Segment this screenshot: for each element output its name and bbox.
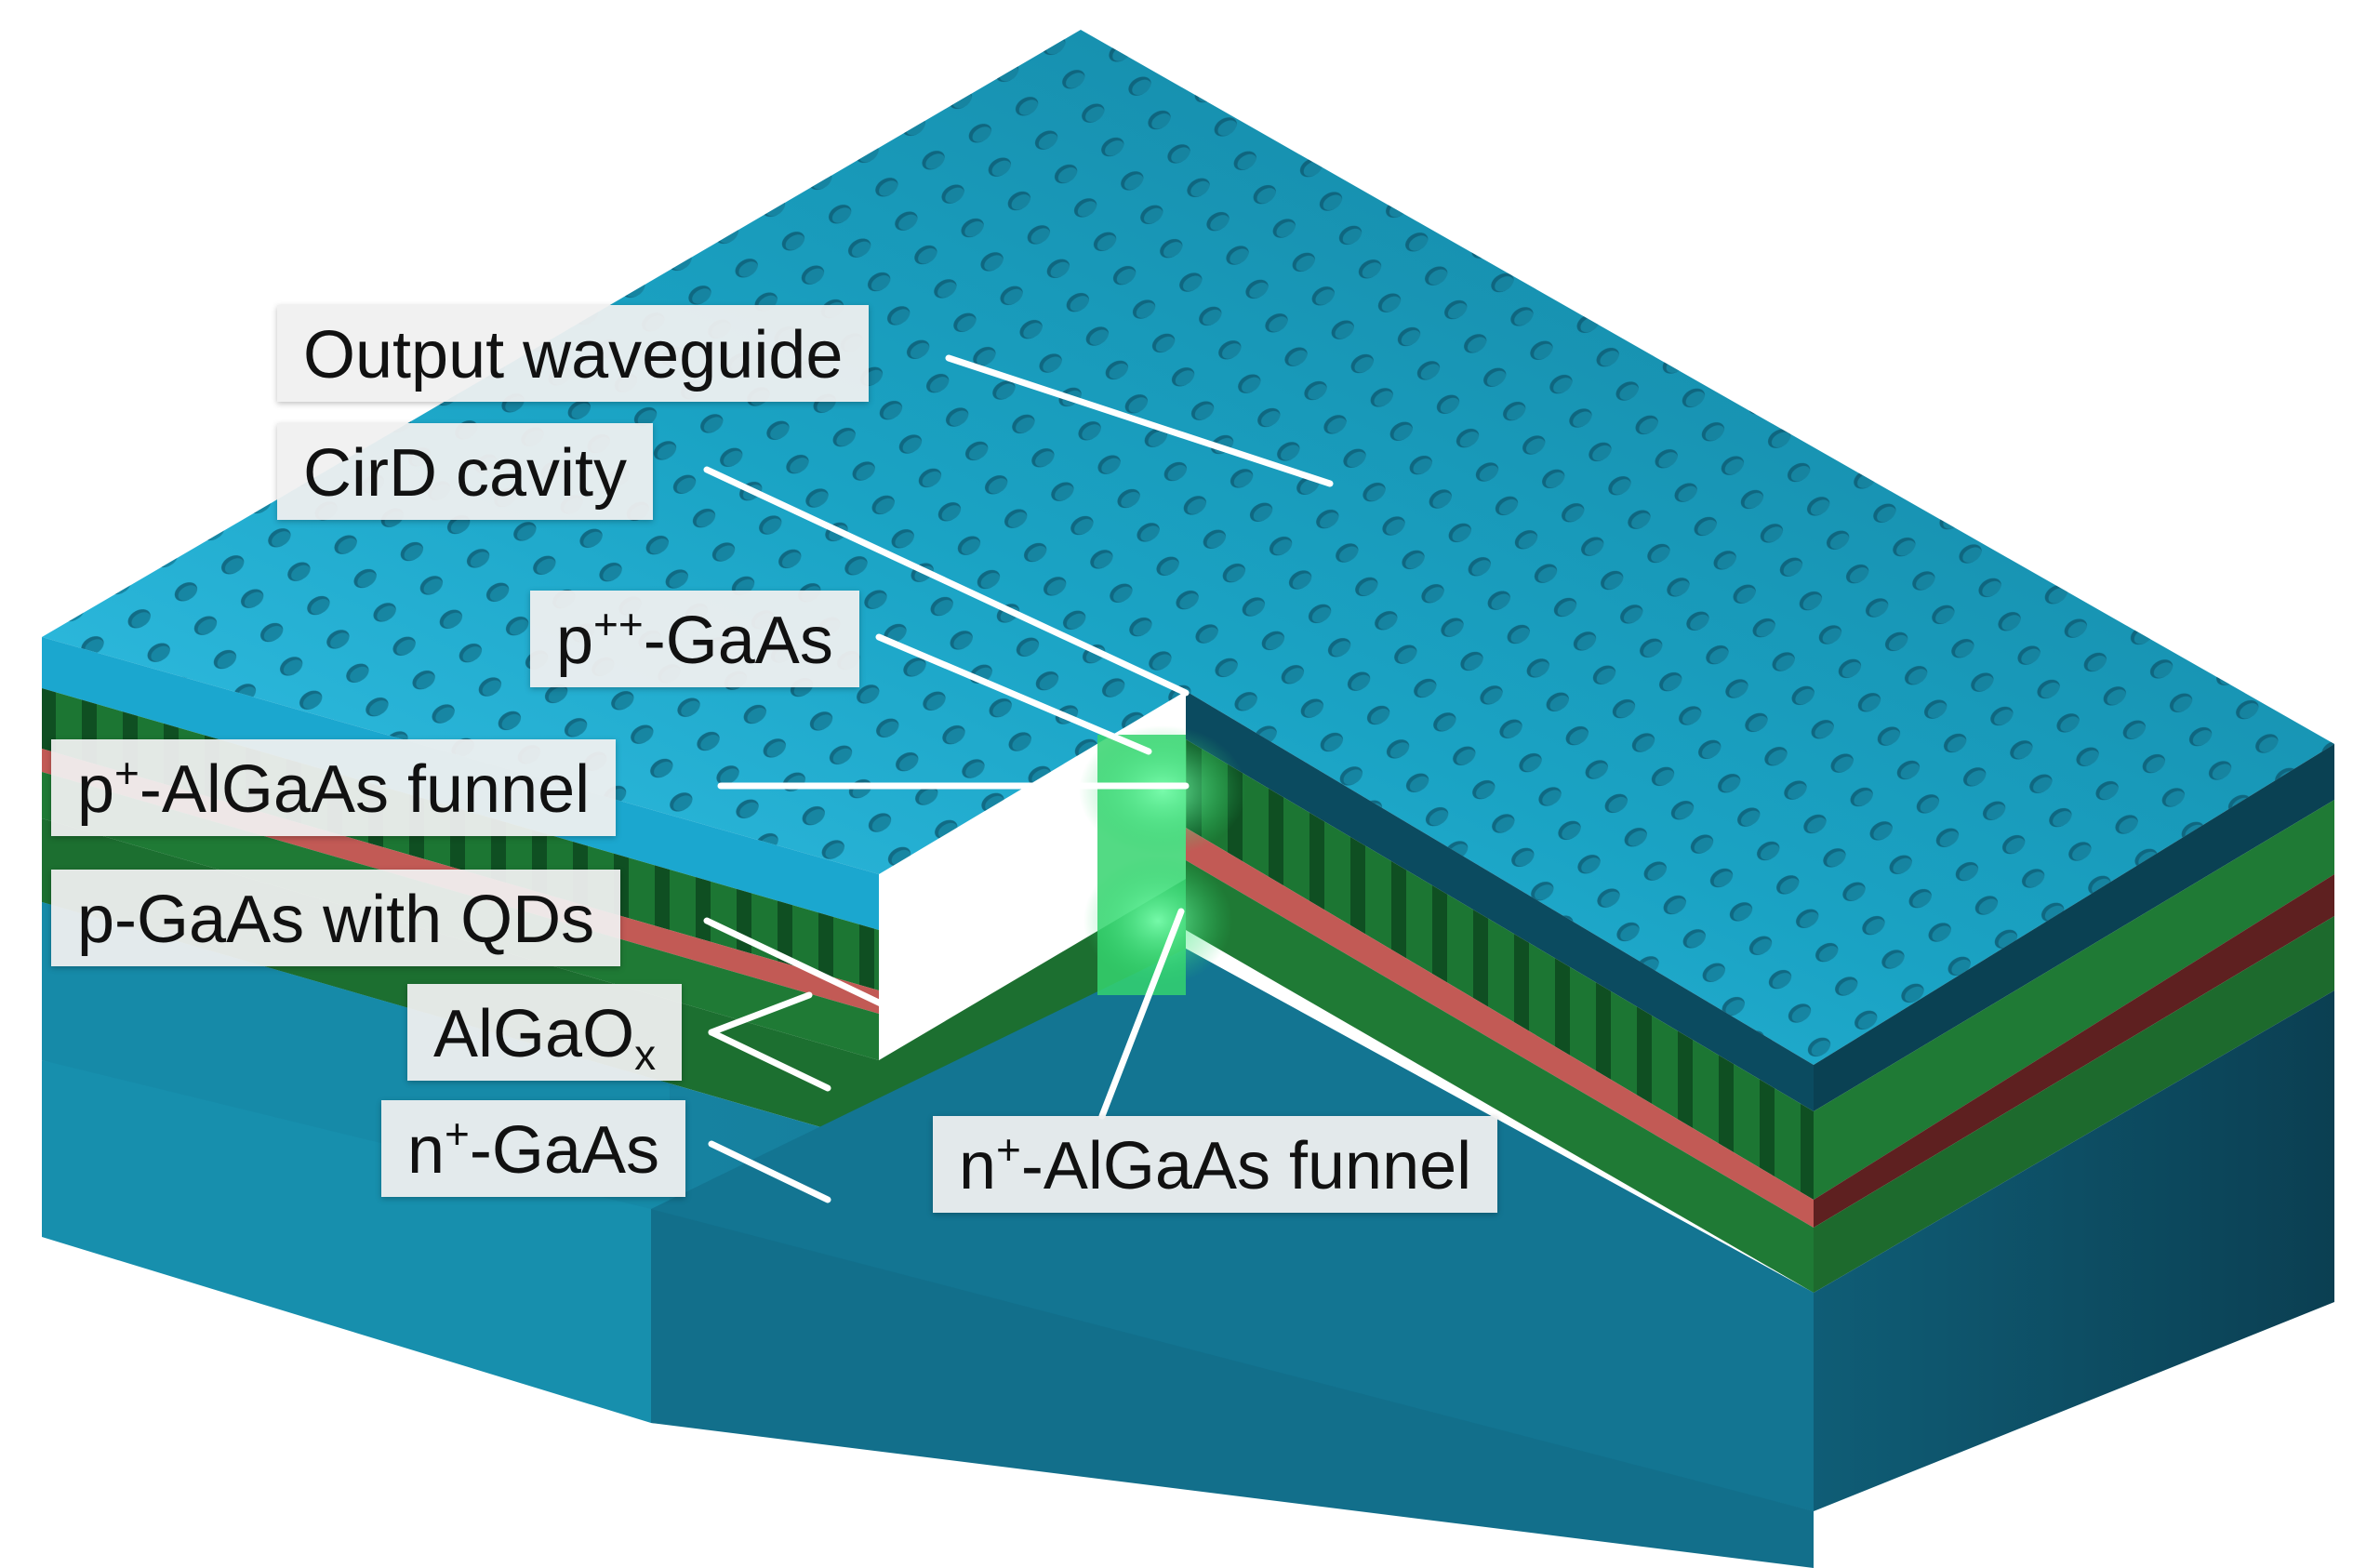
- leader-algaox-2: [708, 1029, 831, 1092]
- leader-p-pp-gaas: [875, 633, 1152, 755]
- label-p-algaas-funnel-rest: -AlGaAs funnel: [139, 752, 591, 827]
- label-n-gaas-sup: +: [445, 1110, 470, 1158]
- leader-algaox-1: [708, 991, 813, 1036]
- right-inner-cross-section: [1186, 691, 1814, 1293]
- leader-p-gaas-qds: [703, 917, 906, 1017]
- label-algaox-sub: x: [634, 1030, 657, 1079]
- label-cird-cavity-text: CirD cavity: [303, 436, 628, 511]
- label-algaox: AlGaOx: [407, 984, 683, 1081]
- label-algaox-base: AlGaO: [433, 997, 635, 1071]
- leader-output-waveguide: [945, 354, 1334, 487]
- label-n-algaas-funnel: n+-AlGaAs funnel: [933, 1116, 1498, 1213]
- label-p-pp-gaas-sup: ++: [593, 600, 644, 648]
- label-n-algaas-funnel-rest: -AlGaAs funnel: [1020, 1129, 1472, 1203]
- label-p-gaas-qds: p-GaAs with QDs: [51, 870, 621, 966]
- label-p-pp-gaas-rest: -GaAs: [643, 604, 833, 678]
- label-cird-cavity: CirD cavity: [277, 423, 654, 520]
- label-n-algaas-funnel-base: n: [959, 1129, 997, 1203]
- cavity-glow: [1079, 725, 1246, 995]
- leader-lines: [703, 354, 1334, 1203]
- label-p-algaas-funnel-sup: +: [114, 749, 140, 797]
- label-output-waveguide-text: Output waveguide: [303, 318, 844, 392]
- label-n-gaas: n+-GaAs: [381, 1100, 685, 1197]
- substrate: [42, 902, 2334, 1568]
- label-p-algaas-funnel-base: p: [77, 752, 115, 827]
- label-p-algaas-funnel: p+-AlGaAs funnel: [51, 739, 617, 836]
- label-n-gaas-rest: -GaAs: [469, 1113, 659, 1188]
- label-n-algaas-funnel-sup: +: [996, 1125, 1021, 1174]
- leader-cird-cavity: [703, 466, 1190, 697]
- leader-n-gaas: [708, 1140, 831, 1203]
- right-outer-face: [1814, 744, 2334, 1293]
- label-output-waveguide: Output waveguide: [277, 305, 870, 402]
- label-p-gaas-qds-text: p-GaAs with QDs: [77, 883, 595, 957]
- label-n-gaas-base: n: [407, 1113, 445, 1188]
- top-surface: [42, 30, 2334, 1065]
- label-p-pp-gaas-base: p: [556, 604, 594, 678]
- label-p-pp-gaas: p++-GaAs: [530, 591, 859, 687]
- leader-n-algaas-funnel: [1098, 908, 1185, 1120]
